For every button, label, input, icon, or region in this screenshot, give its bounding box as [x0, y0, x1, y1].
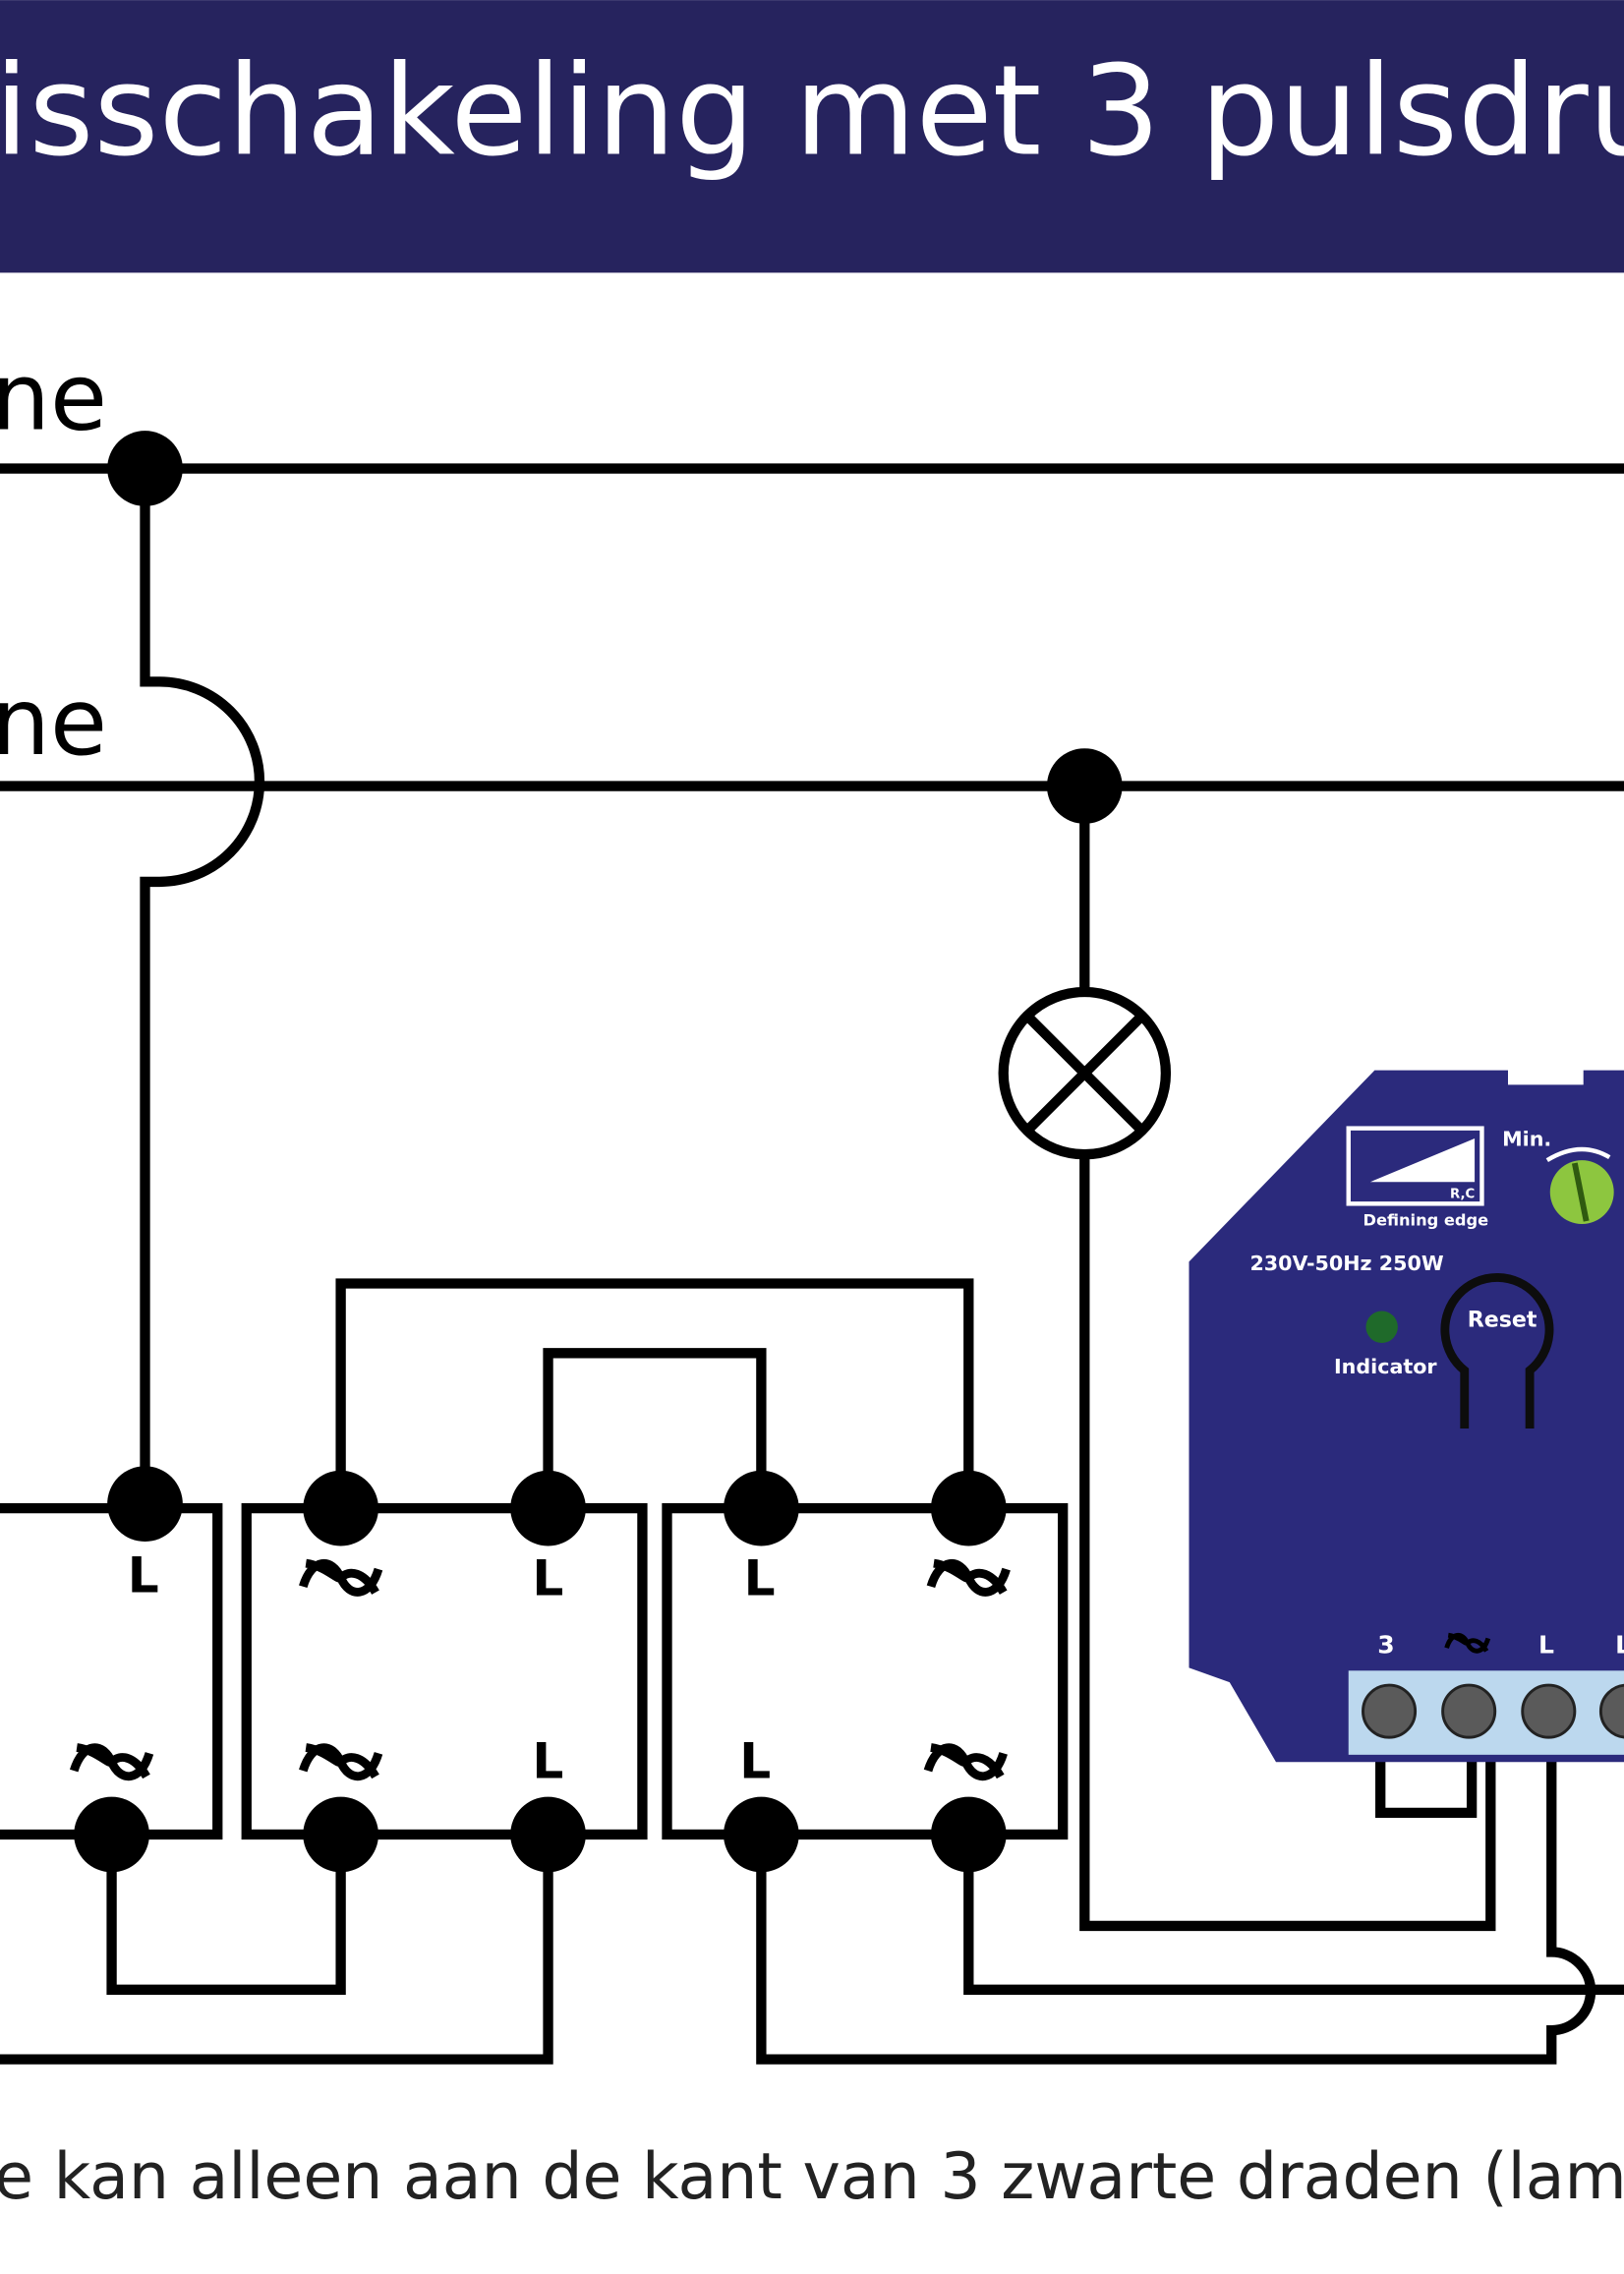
terminal-label-l: L [532, 1731, 563, 1789]
junction-dot [1046, 748, 1123, 824]
reset-label: Reset [1468, 1308, 1537, 1333]
junction-dot [303, 1470, 378, 1546]
junction-dot [930, 1796, 1007, 1873]
junction-dot [303, 1796, 378, 1873]
header-band [0, 0, 1624, 273]
junction-dots [74, 431, 1123, 1873]
switch-box-3 [662, 1502, 1069, 1840]
terminal-screw-icon[interactable] [1362, 1683, 1418, 1739]
edge-box [1346, 1126, 1484, 1206]
terminal-screw-icon[interactable] [1598, 1683, 1624, 1739]
terminal-screw-icon[interactable] [1441, 1683, 1497, 1739]
min-adjust-screw-icon[interactable] [1549, 1160, 1614, 1224]
junction-dot [510, 1796, 586, 1873]
terminal-label-l: L [128, 1546, 159, 1604]
junction-dot [724, 1470, 799, 1546]
edge-box-label: R,C [1450, 1187, 1475, 1201]
junction-dot [107, 431, 183, 506]
line-label-1: ne [0, 344, 107, 452]
terminal-label-l: L [739, 1731, 771, 1789]
terminal-label: L [1615, 1631, 1624, 1660]
min-label: Min. [1502, 1127, 1551, 1150]
footer-caption: e kan alleen aan de kant van 3 zwarte dr… [0, 2140, 1624, 2214]
terminal-screws [1362, 1683, 1624, 1739]
switch-box-1 [0, 1502, 223, 1840]
terminal-screw-icon[interactable] [1521, 1683, 1577, 1739]
switch-box-2 [241, 1502, 648, 1840]
traveler-icon [74, 1747, 149, 1777]
wire-bottom-2 [0, 1834, 553, 2065]
indicator-label: Indicator [1334, 1355, 1437, 1378]
traveler-icon [931, 1563, 1007, 1593]
terminal-label: L [1538, 1631, 1554, 1660]
terminal-label-l: L [744, 1549, 776, 1607]
traveler-icon [303, 1747, 378, 1777]
dimmer-module: R,C Defining edge Min. 230V-50Hz 250W In… [1189, 1070, 1624, 1763]
terminal-label-l: L [532, 1549, 563, 1607]
junction-dot [74, 1796, 149, 1873]
wire-phase-down [140, 468, 265, 1501]
indicator-led-icon [1365, 1311, 1398, 1343]
wire-traveler-top-inner [543, 1348, 767, 1509]
line-label-2: ne [0, 669, 107, 777]
header-title: isschakeling met 3 pulsdrukk [0, 37, 1624, 183]
traveler-icon [303, 1563, 378, 1593]
wire-bottom-4 [963, 1834, 1624, 1995]
junction-dot [724, 1796, 799, 1873]
terminal-label: 3 [1377, 1631, 1394, 1660]
junction-dot [930, 1470, 1007, 1546]
reset-loop-icon [1440, 1273, 1554, 1429]
rating-label: 230V-50Hz 250W [1249, 1252, 1443, 1275]
traveler-icon [928, 1747, 1004, 1777]
wire-bottom-1 [106, 1834, 346, 1995]
junction-dot [107, 1466, 183, 1543]
edge-caption: Defining edge [1363, 1210, 1489, 1229]
wire-traveler-top-outer [335, 1278, 974, 1509]
wire-device-loop [1375, 1754, 1478, 1819]
wire-bottom-3 [756, 1754, 1596, 2065]
junction-dot [510, 1470, 586, 1546]
lamp-icon [998, 986, 1172, 1160]
